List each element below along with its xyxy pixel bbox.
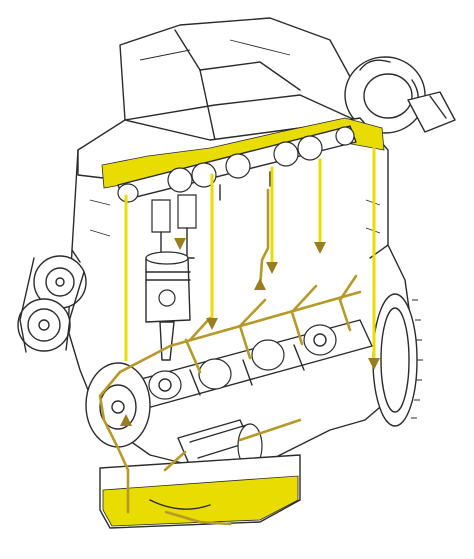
crankshaft — [129, 319, 373, 411]
flow-arrow-7 — [120, 414, 132, 426]
flow-arrow-2 — [266, 262, 278, 274]
flow-arrow-4 — [368, 358, 380, 370]
oil-return-lines — [124, 134, 376, 362]
flywheel — [372, 293, 423, 427]
timing-belt-pulleys — [17, 255, 87, 353]
oil-flow-arrows — [120, 238, 380, 426]
piston — [145, 251, 191, 361]
flow-arrow-5 — [174, 238, 186, 250]
oil-pressure-lines — [98, 188, 362, 526]
camshaft — [117, 125, 357, 216]
oil-sump — [99, 454, 301, 529]
flow-arrow-1 — [206, 318, 218, 330]
alternator — [344, 56, 456, 134]
flow-arrow-3 — [314, 242, 326, 254]
flow-arrow-6 — [254, 278, 266, 290]
